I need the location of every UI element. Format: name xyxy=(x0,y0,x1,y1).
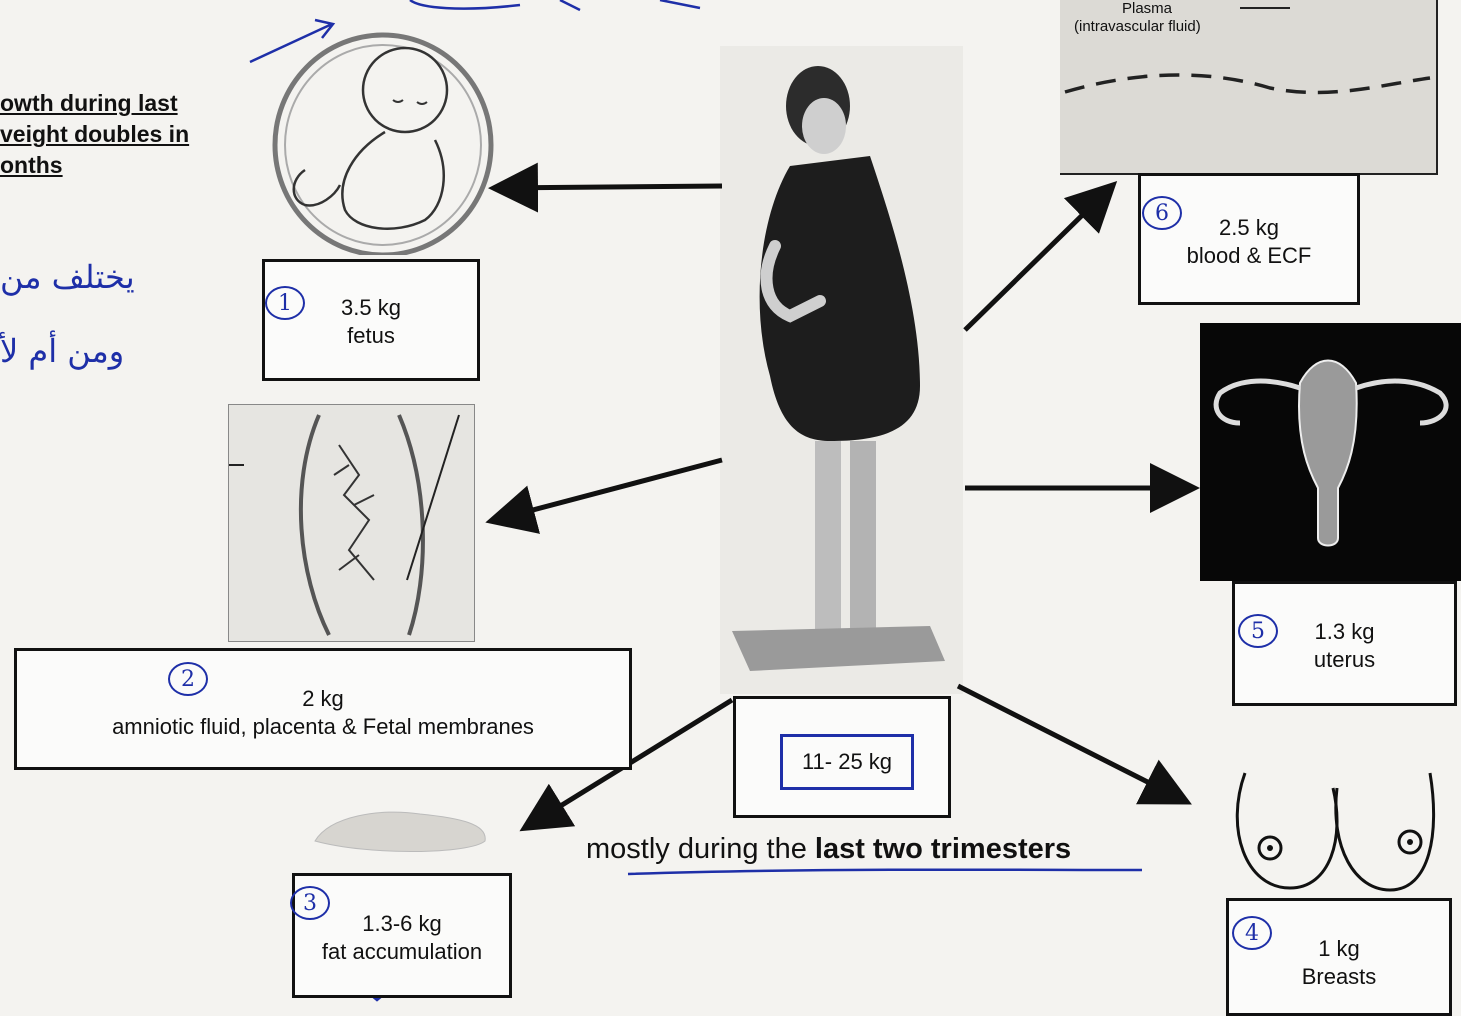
number-1-circle: 1 xyxy=(265,286,305,320)
total-weight-pen-box: 11- 25 kg xyxy=(780,734,914,790)
number-2-circle: 2 xyxy=(168,662,208,696)
fetus-weight-box: 3.5 kg fetus xyxy=(262,259,480,381)
breasts-weight-box: 1 kg Breasts xyxy=(1226,898,1452,1016)
uterus-label: uterus xyxy=(1235,646,1454,674)
amniotic-weight-box: 2 kg amniotic fluid, placenta & Fetal me… xyxy=(14,648,632,770)
amniotic-label: amniotic fluid, placenta & Fetal membran… xyxy=(17,713,629,741)
fat-weight: 1.3-6 kg xyxy=(295,910,509,938)
number-3-circle: 3 xyxy=(290,886,330,920)
breasts-label: Breasts xyxy=(1229,963,1449,991)
arrow-to-blood xyxy=(965,188,1110,330)
caption-underline xyxy=(628,870,1142,874)
pen-scribble-top xyxy=(410,0,700,10)
caption: mostly during the last two trimesters xyxy=(586,833,1071,866)
number-4-circle: 4 xyxy=(1232,916,1272,950)
amniotic-weight: 2 kg xyxy=(17,685,629,713)
fetus-label: fetus xyxy=(265,322,477,350)
blood-weight-box: 2.5 kg blood & ECF xyxy=(1138,173,1360,305)
handwritten-note-1: يختلف من xyxy=(0,258,135,296)
pen-arrow-top xyxy=(250,20,333,62)
handwritten-note-2: ومن أم لأ xyxy=(0,332,124,370)
caption-bold: last two trimesters xyxy=(815,833,1071,865)
arrow-to-placenta xyxy=(495,460,722,520)
number-6-circle: 6 xyxy=(1142,196,1182,230)
arrow-to-breasts xyxy=(958,686,1183,800)
blood-label: blood & ECF xyxy=(1141,242,1357,270)
number-5-circle: 5 xyxy=(1238,614,1278,648)
arrow-to-fetus xyxy=(498,186,722,188)
fat-label: fat accumulation xyxy=(295,938,509,966)
caption-prefix: mostly during the xyxy=(586,833,815,865)
total-weight: 11- 25 kg xyxy=(802,749,892,774)
